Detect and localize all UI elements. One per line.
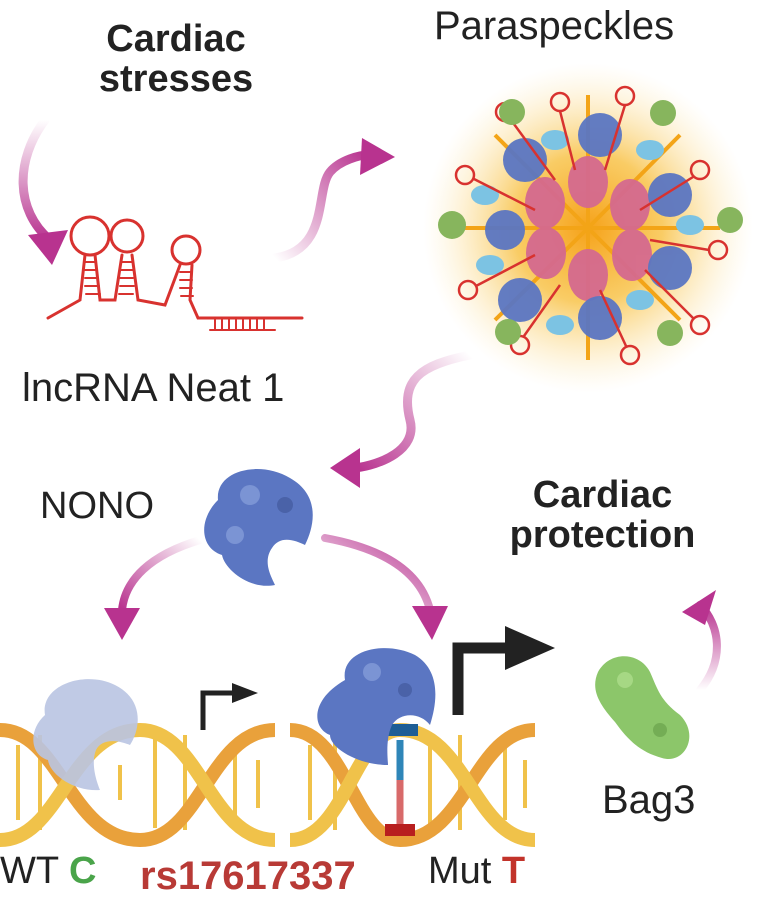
rna-hairpin-icon bbox=[46, 215, 304, 331]
paraspeckle-icon bbox=[423, 63, 753, 393]
nono-faded-icon bbox=[33, 679, 138, 791]
label-mut-prefix: Mut bbox=[428, 850, 492, 892]
label-wt-allele: C bbox=[68, 850, 97, 892]
label-cardiac-stresses-line2: stresses bbox=[98, 58, 254, 100]
label-wt: WT C bbox=[0, 852, 96, 890]
dna-helix-mut-icon bbox=[289, 722, 536, 848]
label-cardiac-stresses-line1: Cardiac bbox=[106, 18, 246, 60]
nono-protein-icon bbox=[204, 469, 313, 586]
label-cardiac-protection-line1: Cardiac bbox=[532, 474, 673, 516]
arrow-paraspeckles-to-nono-icon bbox=[330, 350, 475, 488]
label-mut: Mut T bbox=[428, 852, 525, 890]
label-paraspeckles: Paraspeckles bbox=[434, 4, 675, 48]
nono-bound-icon bbox=[317, 648, 436, 765]
label-lncrna: lncRNA Neat 1 bbox=[22, 366, 285, 410]
label-bag3: Bag3 bbox=[602, 778, 696, 822]
label-snp-id: rs17617337 bbox=[140, 854, 356, 898]
arrow-nono-to-wt-icon bbox=[104, 536, 204, 640]
label-cardiac-protection-line2: protection bbox=[509, 514, 696, 556]
label-nono: NONO bbox=[40, 485, 154, 527]
bag3-protein-icon bbox=[595, 656, 690, 760]
arrow-nono-to-mut-icon bbox=[321, 534, 448, 640]
label-wt-prefix: WT bbox=[0, 850, 59, 892]
arrow-rna-to-paraspeckles-icon bbox=[270, 138, 395, 263]
label-cardiac-protection: Cardiac protection bbox=[495, 476, 710, 554]
arrow-bag3-to-protection-icon bbox=[682, 590, 721, 694]
label-mut-allele: T bbox=[501, 850, 526, 892]
label-cardiac-stresses: Cardiac stresses bbox=[88, 20, 264, 98]
promoter-arrow-small-icon bbox=[200, 683, 258, 730]
arrow-stress-to-rna-icon bbox=[18, 115, 68, 265]
promoter-arrow-large-icon bbox=[452, 626, 555, 715]
